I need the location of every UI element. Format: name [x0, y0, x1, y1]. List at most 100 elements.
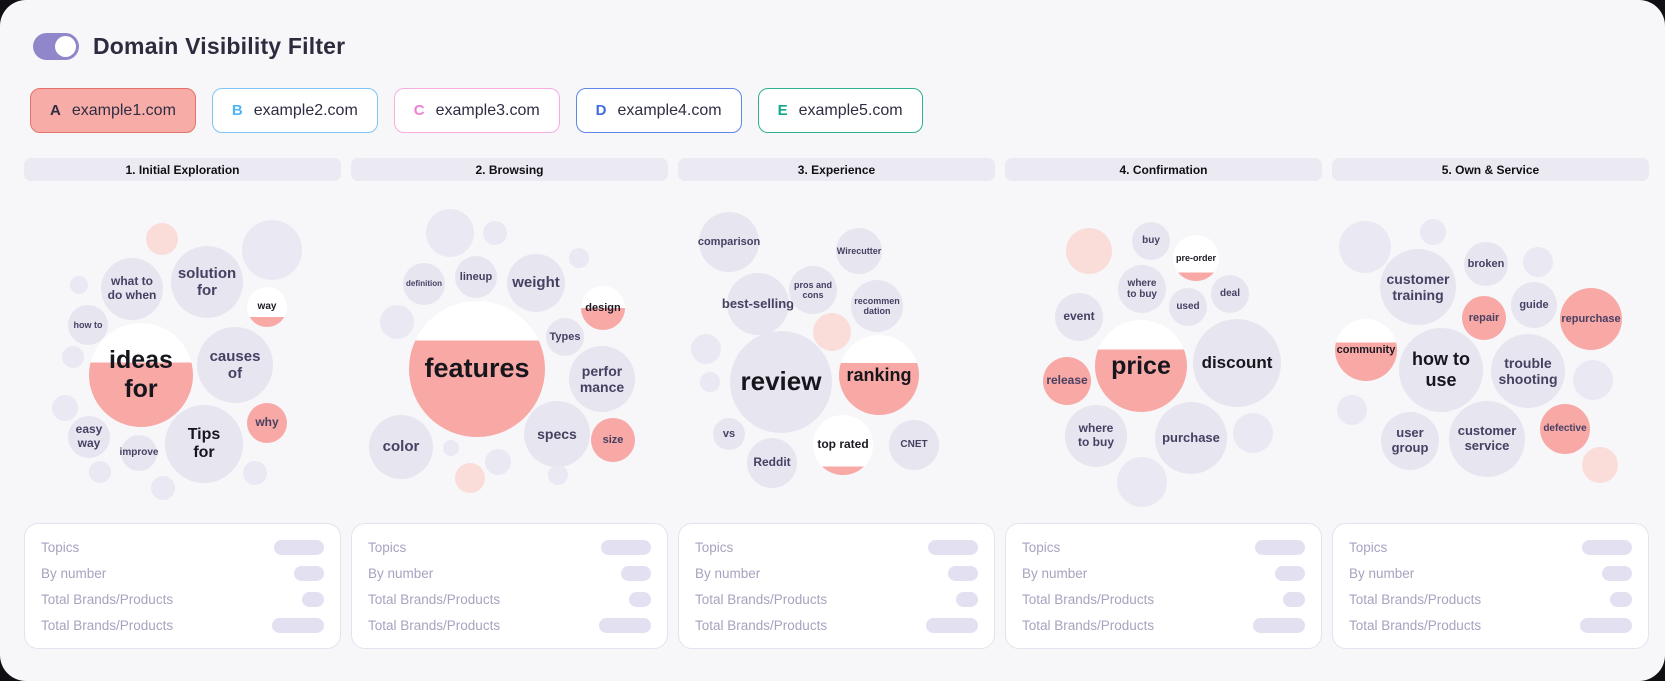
keyword-bubble-definition[interactable]: definition [403, 263, 445, 305]
keyword-bubble-what-to-do-when[interactable]: what to do when [101, 258, 163, 320]
keyword-bubble-wirecutter[interactable]: Wirecutter [836, 228, 882, 274]
keyword-bubble-customer-service[interactable]: customer service [1449, 401, 1525, 477]
keyword-bubble-ideas-for[interactable]: ideas for [89, 323, 193, 427]
keyword-bubble-used[interactable]: used [1169, 288, 1207, 326]
keyword-bubble-how-to[interactable]: how to [68, 305, 108, 345]
keyword-bubble-weight[interactable]: weight [507, 254, 565, 312]
domain-visibility-toggle[interactable] [33, 33, 79, 60]
keyword-bubble-top-rated[interactable]: top rated [813, 415, 873, 475]
stat-value-pill [599, 617, 651, 633]
keyword-bubble-causes-of[interactable]: causes of [197, 327, 273, 403]
keyword-bubble-where-to-buy[interactable]: where to buy [1118, 265, 1166, 313]
keyword-bubble-guide[interactable]: guide [1511, 282, 1557, 328]
keyword-bubble-pre-order[interactable]: pre-order [1173, 235, 1219, 281]
keyword-bubble-where-to-buy[interactable]: where to buy [1065, 405, 1127, 467]
decor-bubble [455, 463, 485, 493]
keyword-bubble-design[interactable]: design [581, 286, 625, 330]
domain-name-label: example1.com [71, 101, 176, 119]
keyword-bubble-how-to-use[interactable]: how to use [1399, 328, 1483, 412]
keyword-bubble-price[interactable]: price [1095, 320, 1187, 412]
keyword-bubble-broken[interactable]: broken [1464, 242, 1508, 286]
keyword-bubble-specs[interactable]: specs [524, 401, 590, 467]
keyword-bubble-deal[interactable]: deal [1211, 275, 1249, 313]
stat-label: Total Brands/Products [368, 617, 501, 633]
decor-bubble [1523, 247, 1553, 277]
stage-title-label: 2. Browsing [475, 162, 544, 177]
keyword-bubble-purchase[interactable]: purchase [1155, 402, 1227, 474]
keyword-bubble-event[interactable]: event [1055, 293, 1103, 341]
keyword-bubble-features[interactable]: features [409, 301, 545, 437]
keyword-bubble-repair[interactable]: repair [1462, 296, 1506, 340]
decor-bubble [70, 276, 88, 294]
keyword-label: solution for [177, 264, 237, 299]
keyword-bubble-color[interactable]: color [369, 415, 433, 479]
keyword-bubble-improve[interactable]: improve [119, 435, 159, 471]
keyword-bubble-defective[interactable]: defective [1540, 404, 1590, 454]
stat-value-pill [629, 591, 651, 607]
keyword-label: where to buy [1127, 277, 1157, 301]
keyword-label: repurchase [1561, 312, 1621, 325]
stat-value-pill [1610, 591, 1632, 607]
keyword-bubble-recommen-dation[interactable]: recommen dation [851, 280, 903, 332]
keyword-bubble-best-selling[interactable]: best-selling [722, 273, 794, 335]
keyword-bubble-easy-way[interactable]: easy way [68, 416, 110, 458]
keyword-bubble-why[interactable]: why [247, 403, 287, 443]
stats-row: Topics [695, 534, 978, 560]
keyword-label: specs [537, 425, 577, 442]
keyword-bubble-perfor-mance[interactable]: perfor mance [569, 346, 635, 412]
keyword-label: customer service [1457, 423, 1517, 453]
stat-value-pill [928, 539, 978, 555]
keyword-bubble-trouble-shooting[interactable]: trouble shooting [1491, 334, 1565, 408]
keyword-bubble-discount[interactable]: discount [1193, 319, 1281, 407]
keyword-bubble-vs[interactable]: vs [713, 418, 745, 450]
keyword-bubble-buy[interactable]: buy [1132, 222, 1170, 260]
stage-header: 3. Experience [678, 158, 995, 181]
keyword-bubble-reddit[interactable]: Reddit [747, 438, 797, 488]
keyword-label: repair [1468, 311, 1500, 324]
decor-bubble [242, 220, 302, 280]
keyword-bubble-ranking[interactable]: ranking [839, 335, 919, 415]
stats-row: Total Brands/Products [1349, 586, 1632, 612]
keyword-bubble-comparison[interactable]: comparison [698, 212, 760, 272]
keyword-bubble-lineup[interactable]: lineup [455, 256, 497, 298]
decor-bubble [691, 334, 721, 364]
keyword-bubble-release[interactable]: release [1043, 357, 1091, 405]
decor-bubble [146, 223, 178, 255]
keyword-bubble-repurchase[interactable]: repurchase [1560, 288, 1622, 350]
stat-value-pill [1602, 565, 1632, 581]
keyword-bubble-customer-training[interactable]: customer training [1380, 249, 1456, 325]
keyword-label: review [740, 366, 822, 397]
keyword-bubble-review[interactable]: review [730, 331, 832, 433]
keyword-label: lineup [459, 270, 493, 283]
stat-label: Topics [1349, 539, 1388, 555]
keyword-bubble-community[interactable]: community [1335, 319, 1397, 381]
keyword-bubble-cnet[interactable]: CNET [889, 420, 939, 470]
keyword-label: how to use [1412, 349, 1470, 390]
keyword-label: how to [73, 319, 103, 330]
keyword-bubble-pros-and-cons[interactable]: pros and cons [789, 266, 837, 314]
stat-label: By number [695, 565, 761, 581]
keyword-bubble-tips-for[interactable]: Tips for [165, 405, 243, 483]
domain-name-label: example3.com [435, 101, 540, 119]
keyword-bubble-size[interactable]: size [591, 418, 635, 462]
stats-row: By number [695, 560, 978, 586]
keyword-bubble-way[interactable]: way [247, 287, 287, 327]
stats-row: By number [41, 560, 324, 586]
keyword-label: improve [119, 447, 159, 459]
stats-row: By number [368, 560, 651, 586]
keyword-bubble-user-group[interactable]: user group [1381, 412, 1439, 470]
stat-value-pill [1582, 539, 1632, 555]
decor-bubble [62, 346, 84, 368]
stat-value-pill [1275, 565, 1305, 581]
keyword-bubble-solution-for[interactable]: solution for [171, 246, 243, 318]
keyword-bubble-types[interactable]: Types [546, 318, 584, 356]
keyword-label: release [1046, 373, 1088, 388]
